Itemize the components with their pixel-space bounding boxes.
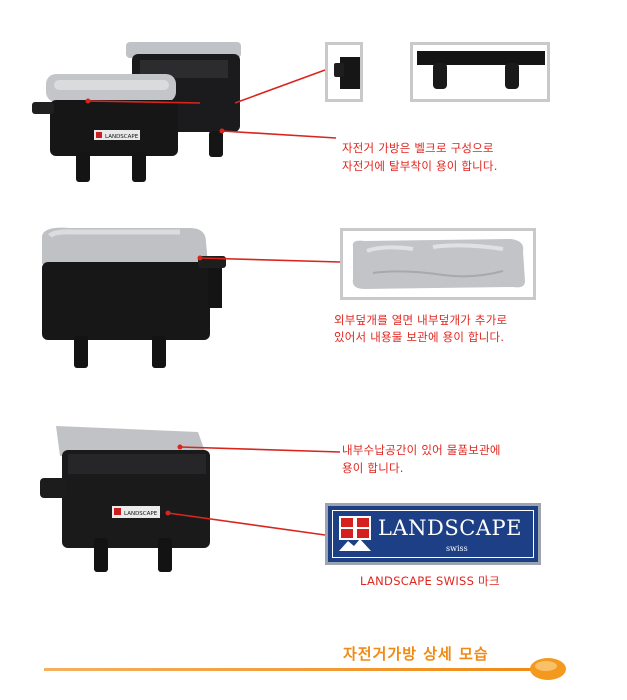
caption-storage-line2: 용이 합니다. [342, 461, 404, 475]
logo-subtext: swiss [446, 544, 468, 553]
caption-storage-line1: 내부수납공간이 있어 물품보관에 [342, 443, 501, 457]
logo-caption: LANDSCAPE SWISS 마크 [360, 574, 500, 588]
caption-velcro-line2: 자전거에 탈부착이 용이 합니다. [342, 159, 498, 173]
storage-bag-label-brand: LANDSCAPE [124, 511, 158, 517]
footer-title: 자전거가방 상세 모습 [343, 645, 489, 663]
caption-inner-cover-line2: 있어서 내용물 보관에 용이 합니다. [334, 330, 505, 344]
front-bag-strap [32, 102, 54, 114]
front-bag-label-brand: LANDSCAPE [105, 134, 139, 140]
bag-storage-photo: LANDSCAPE [40, 426, 210, 572]
side-strap [40, 478, 66, 498]
footer-orange-oval [530, 658, 566, 680]
footer-rule [44, 668, 544, 671]
caption-velcro-line1: 자전거 가방은 벨크로 구성으로 [342, 141, 494, 155]
front-bag-body [50, 100, 178, 156]
bag-body [42, 262, 210, 340]
bag-pair-photo: LANDSCAPE [32, 42, 241, 182]
swiss-cross-mountain-icon [339, 516, 371, 551]
thumbnail-side-velcro [325, 42, 363, 102]
bag-body [62, 450, 210, 548]
thumbnail-inner-cover [340, 228, 536, 300]
thumbnail-velcro-straps [410, 42, 550, 102]
landscape-logo: LANDSCAPE swiss [325, 503, 541, 565]
bag-open-cover-photo [42, 227, 226, 368]
silver-inner-cover [42, 227, 208, 264]
caption-inner-cover-line1: 외부덮개를 열면 내부덮개가 추가로 [334, 313, 508, 327]
logo-wordmark: LANDSCAPE [378, 516, 522, 540]
